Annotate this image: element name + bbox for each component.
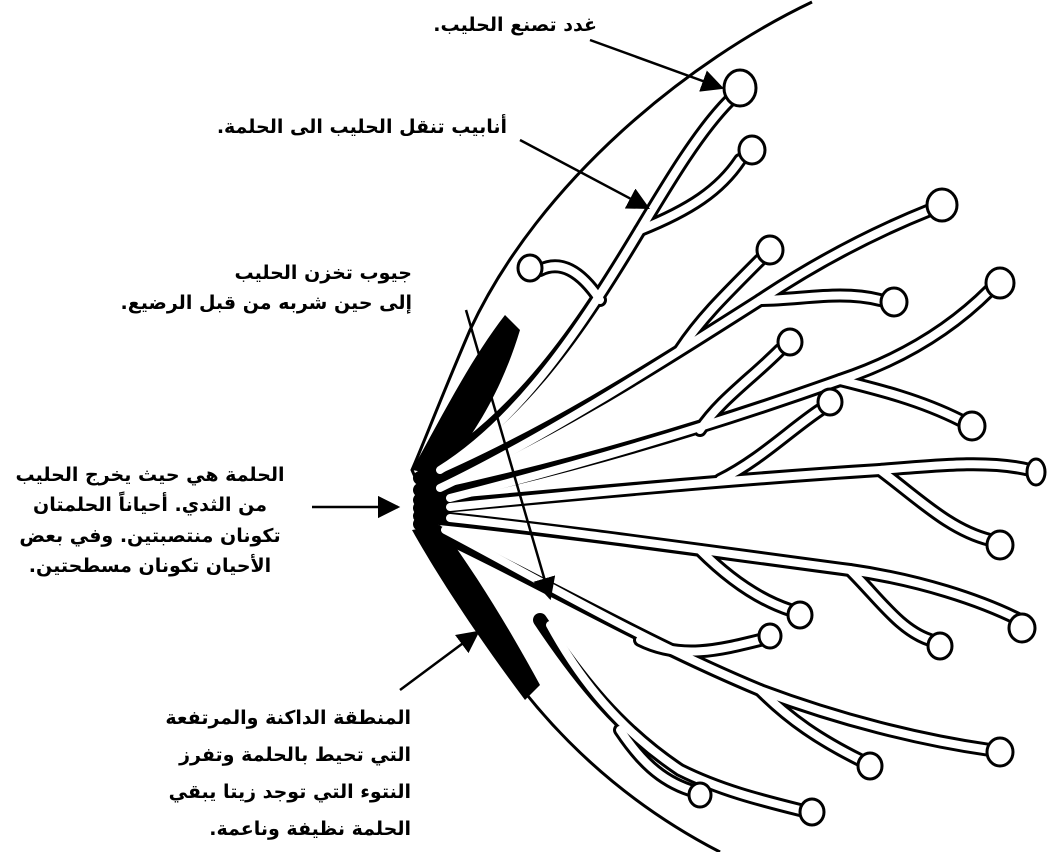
arrow-areola — [400, 632, 478, 690]
label-line: أنابيب تنقل الحليب الى الحلمة. — [217, 112, 507, 142]
label-line: الحلمة نظيفة وناعمة. — [165, 811, 411, 848]
label-milk-glands: غدد تصنع الحليب. — [433, 10, 597, 40]
label-line: تكونان منتصبتين. وفي بعض — [0, 521, 300, 551]
arrow-glands — [590, 40, 722, 88]
label-line: جيوب تخزن الحليب — [121, 258, 412, 288]
label-line: الحلمة هي حيث يخرج الحليب — [0, 460, 300, 490]
label-line: من الثدي. أحياناً الحلمتان — [0, 490, 300, 520]
label-nipple: الحلمة هي حيث يخرج الحليب من الثدي. أحيا… — [0, 460, 300, 582]
label-areola: المنطقة الداكنة والمرتفعة التي تحيط بالح… — [165, 700, 411, 848]
label-line: إلى حين شربه من قبل الرضيع. — [121, 288, 412, 318]
label-line: المنطقة الداكنة والمرتفعة — [165, 700, 411, 737]
label-milk-ducts: أنابيب تنقل الحليب الى الحلمة. — [217, 112, 507, 142]
label-line: النتوء التي توجد زيتا يبقي — [165, 774, 411, 811]
label-line: غدد تصنع الحليب. — [433, 10, 597, 40]
label-line: التي تحيط بالحلمة وتفرز — [165, 737, 411, 774]
arrow-ducts — [520, 140, 648, 208]
label-milk-sinuses: جيوب تخزن الحليب إلى حين شربه من قبل الر… — [121, 258, 412, 319]
label-line: الأحيان تكونان مسطحتين. — [0, 551, 300, 581]
